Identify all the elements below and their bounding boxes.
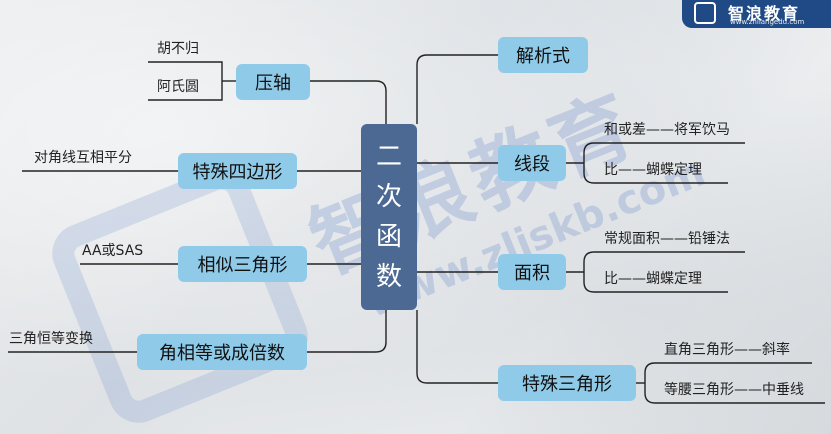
node-yazhou: 压轴	[236, 64, 310, 100]
node-analytic-expression: 解析式	[498, 37, 588, 73]
center-char-4: 数	[375, 262, 402, 292]
node-angle-equal: 角相等或成倍数	[137, 334, 307, 370]
logo-brand-text: 智浪教育	[728, 4, 801, 23]
leaf-right-triangle: 直角三角形——斜率	[664, 342, 790, 358]
leaf-sum-diff: 和或差——将军饮马	[604, 122, 730, 138]
leaf-trig-identity: 三角恒等变换	[9, 331, 93, 347]
node-similar-triangle: 相似三角形	[178, 246, 307, 282]
leaf-diagonals: 对角线互相平分	[34, 150, 132, 166]
node-special-triangle: 特殊三角形	[498, 365, 636, 401]
leaf-ratio-butterfly-2: 比——蝴蝶定理	[604, 271, 702, 287]
leaf-aa-sas: AA或SAS	[82, 243, 144, 259]
leaf-ashiyuan: 阿氏圆	[157, 79, 199, 95]
leaf-ratio-butterfly-1: 比——蝴蝶定理	[604, 162, 702, 178]
node-segment: 线段	[498, 145, 566, 181]
node-area: 面积	[498, 254, 566, 290]
logo-url-text: www.zhilangedu.com	[730, 18, 805, 26]
brand-logo: 智浪教育 www.zhilangedu.com	[682, 0, 831, 28]
logo-shield-icon	[694, 2, 716, 24]
center-char-1: 二	[375, 142, 402, 172]
center-char-2: 次	[375, 182, 402, 212]
central-node: 二 次 函 数	[361, 124, 417, 310]
leaf-isosceles-triangle: 等腰三角形——中垂线	[664, 382, 804, 398]
node-special-quadrilateral: 特殊四边形	[178, 153, 297, 189]
leaf-hubugui: 胡不归	[157, 41, 199, 57]
leaf-regular-area: 常规面积——铅锤法	[604, 231, 730, 247]
center-char-3: 函	[375, 222, 402, 252]
